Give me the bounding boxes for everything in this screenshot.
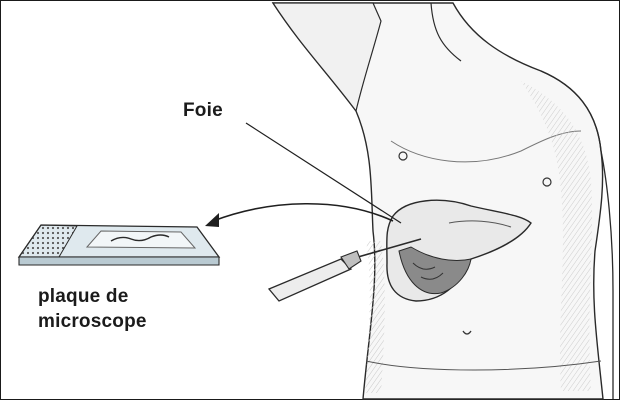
sample-transfer-arrow <box>213 204 393 221</box>
arrow-head <box>205 213 219 227</box>
liver-label: Foie <box>183 100 223 122</box>
side-shading <box>365 241 385 393</box>
coverslip <box>87 231 195 248</box>
slide-edge <box>19 257 219 265</box>
syringe-body <box>269 259 351 301</box>
microscope-slide-label: plaque de microscope <box>38 284 147 334</box>
microscope-slide <box>19 225 219 265</box>
